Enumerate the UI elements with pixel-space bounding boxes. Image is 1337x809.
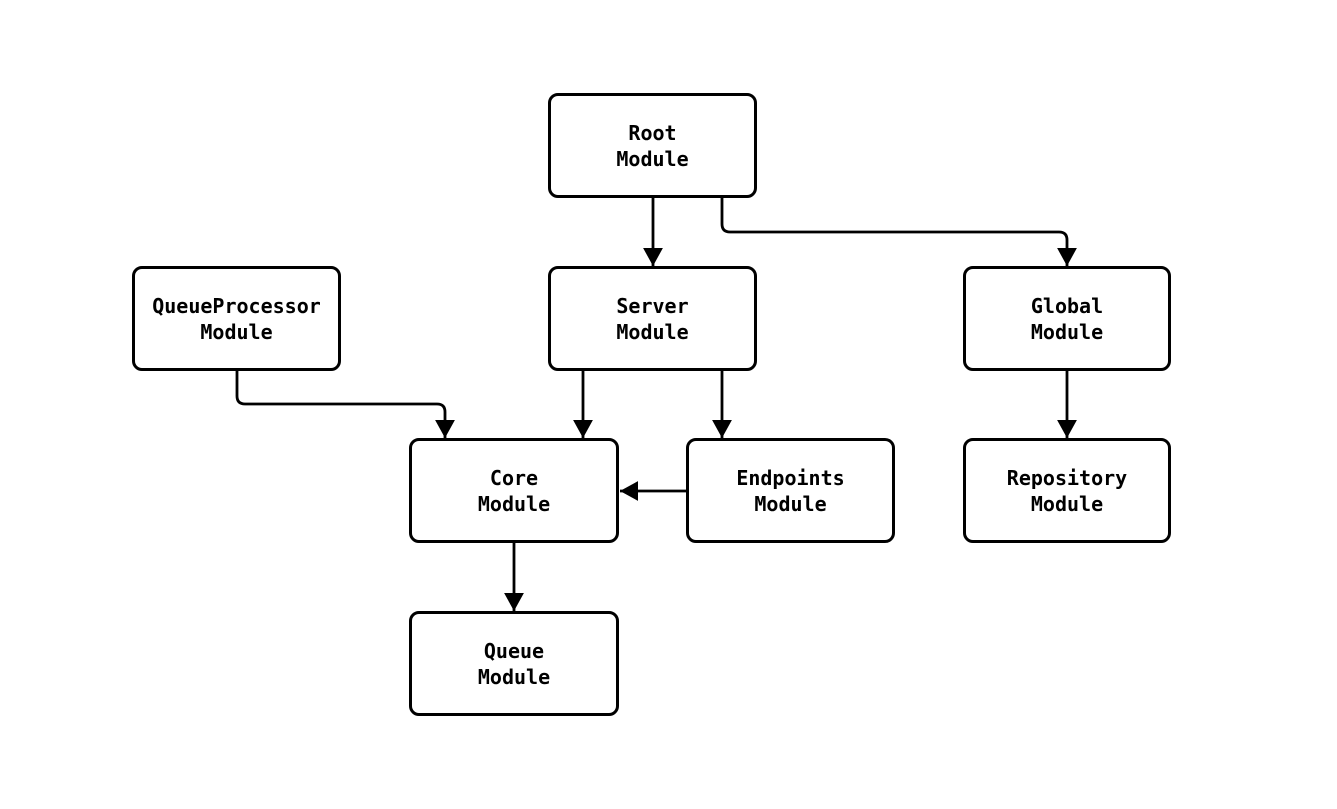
node-global-module: Global Module xyxy=(963,266,1171,371)
node-queueprocessor-module-label: QueueProcessor Module xyxy=(152,293,321,344)
node-repository-module: Repository Module xyxy=(963,438,1171,543)
node-queue-module-label: Queue Module xyxy=(477,638,551,689)
node-root-module: Root Module xyxy=(548,93,757,198)
node-repository-module-label: Repository Module xyxy=(1006,465,1128,516)
node-global-module-label: Global Module xyxy=(1030,293,1104,344)
edge-root-to-global xyxy=(720,198,1077,266)
node-endpoints-module: Endpoints Module xyxy=(686,438,895,543)
node-server-module-label: Server Module xyxy=(616,293,689,344)
node-queueprocessor-module: QueueProcessor Module xyxy=(132,266,341,371)
node-endpoints-module-label: Endpoints Module xyxy=(736,465,845,516)
edge-queue-processor-to-core xyxy=(235,371,455,438)
node-server-module: Server Module xyxy=(548,266,757,371)
node-queue-module: Queue Module xyxy=(409,611,619,716)
node-core-module: Core Module xyxy=(409,438,619,543)
node-core-module-label: Core Module xyxy=(477,465,551,516)
node-root-module-label: Root Module xyxy=(616,120,689,171)
